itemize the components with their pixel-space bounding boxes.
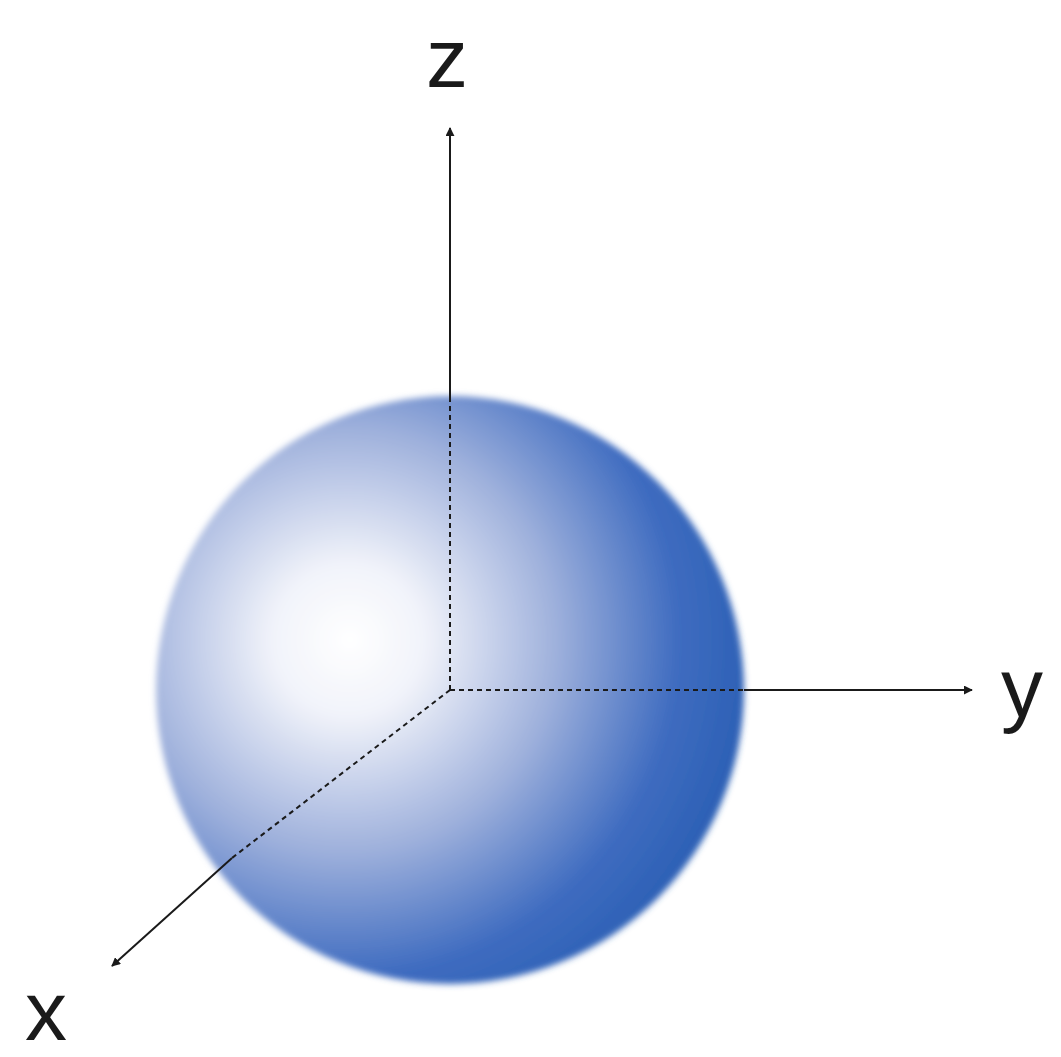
s-orbital-sphere [156, 396, 744, 984]
axis-label: y [1001, 646, 1043, 730]
z-axis [449, 128, 451, 398]
axis-label: x [25, 969, 67, 1053]
x-axis [112, 858, 232, 966]
y-axis [744, 689, 972, 691]
x-axis-hidden [232, 690, 450, 858]
z-axis-hidden [449, 398, 451, 690]
y-axis-hidden [450, 689, 744, 691]
axis-label: z [426, 16, 468, 100]
